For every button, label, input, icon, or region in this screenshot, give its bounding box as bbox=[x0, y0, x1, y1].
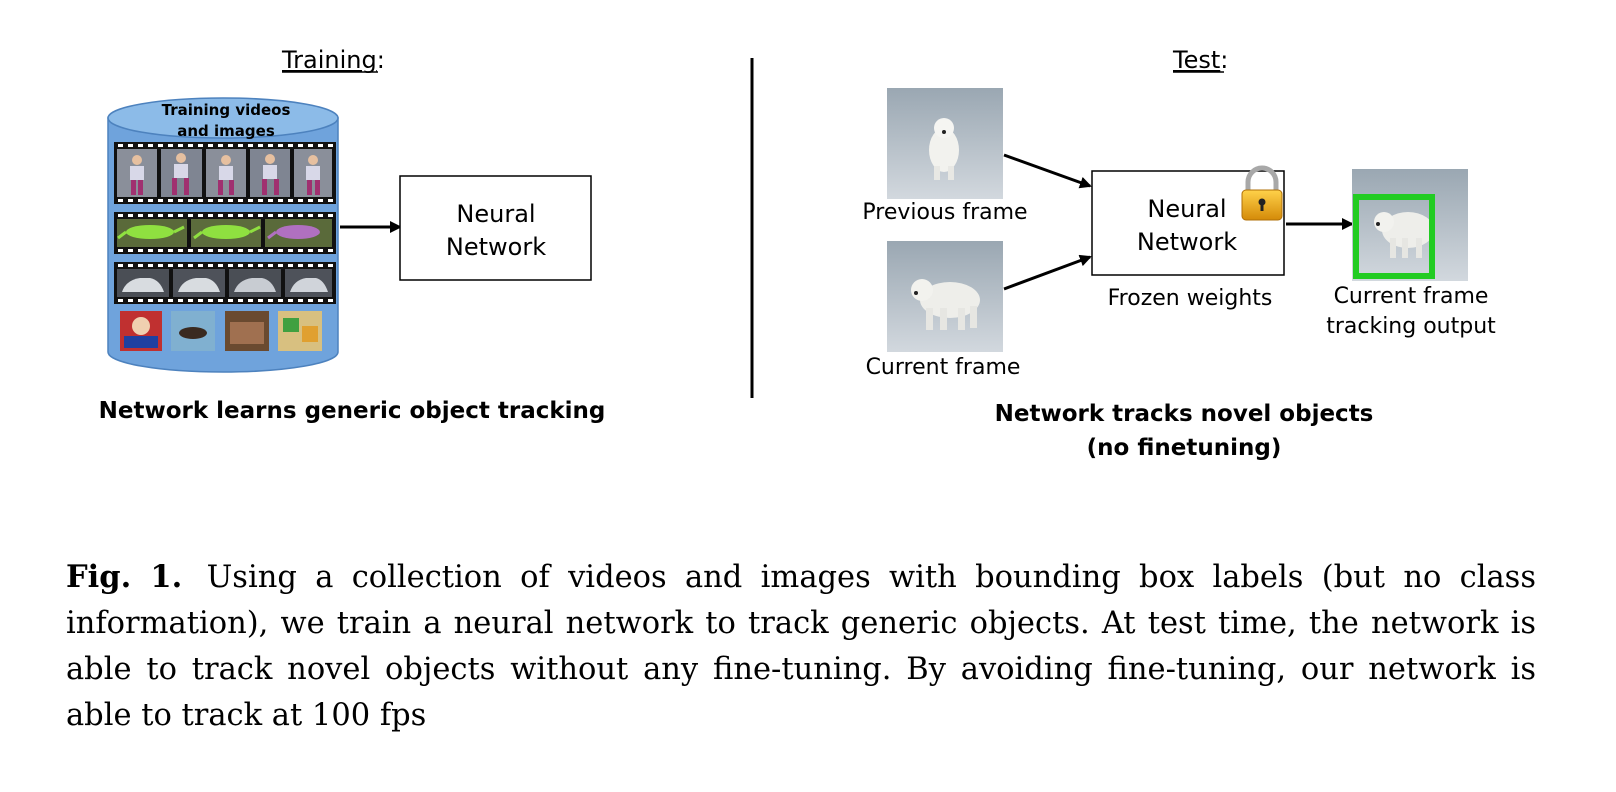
test-network-line2: Network bbox=[1137, 228, 1237, 256]
training-network-line1: Neural bbox=[456, 200, 535, 228]
overview-figure: Training: Training videos and images bbox=[99, 46, 1497, 461]
previous-frame-label: Previous frame bbox=[862, 200, 1027, 225]
figure-caption: Fig. 1. Using a collection of videos and… bbox=[66, 554, 1536, 739]
training-database-icon: Training videos and images bbox=[107, 97, 339, 373]
test-panel: Test: Previous frame Current frame bbox=[862, 46, 1496, 461]
previous-frame-image bbox=[887, 88, 1003, 199]
training-network-line2: Network bbox=[446, 233, 546, 261]
training-panel: Training: Training videos and images bbox=[99, 46, 606, 424]
database-label-line2: and images bbox=[177, 122, 275, 140]
current-frame-arrow bbox=[1003, 254, 1092, 291]
figure-label: Fig. 1. bbox=[66, 559, 183, 595]
still-images-row bbox=[120, 311, 322, 351]
test-network-box: Neural Network bbox=[1091, 170, 1285, 276]
tracking-bounding-box bbox=[1353, 194, 1435, 279]
lock-icon bbox=[1241, 165, 1283, 221]
frozen-weights-label: Frozen weights bbox=[1108, 286, 1273, 311]
film-strip-lizards bbox=[114, 212, 336, 254]
output-label-line1: Current frame bbox=[1334, 284, 1489, 309]
training-network-box: Neural Network bbox=[399, 175, 592, 281]
training-heading: Training: bbox=[281, 46, 385, 74]
current-frame-image bbox=[887, 241, 1003, 352]
film-strip-cars bbox=[114, 262, 336, 304]
previous-frame-arrow bbox=[1003, 153, 1092, 189]
tracking-output-image bbox=[1352, 169, 1468, 281]
test-summary-line1: Network tracks novel objects bbox=[995, 401, 1374, 427]
film-strip-dancers bbox=[114, 142, 336, 204]
output-label-line2: tracking output bbox=[1326, 314, 1496, 339]
test-heading: Test: bbox=[1172, 46, 1228, 74]
test-summary-line2: (no finetuning) bbox=[1087, 435, 1282, 461]
training-summary: Network learns generic object tracking bbox=[99, 398, 606, 424]
database-label-line1: Training videos bbox=[162, 101, 291, 119]
caption-text: Using a collection of videos and images … bbox=[66, 560, 1536, 733]
test-network-line1: Neural bbox=[1147, 195, 1226, 223]
current-frame-label: Current frame bbox=[866, 355, 1021, 380]
